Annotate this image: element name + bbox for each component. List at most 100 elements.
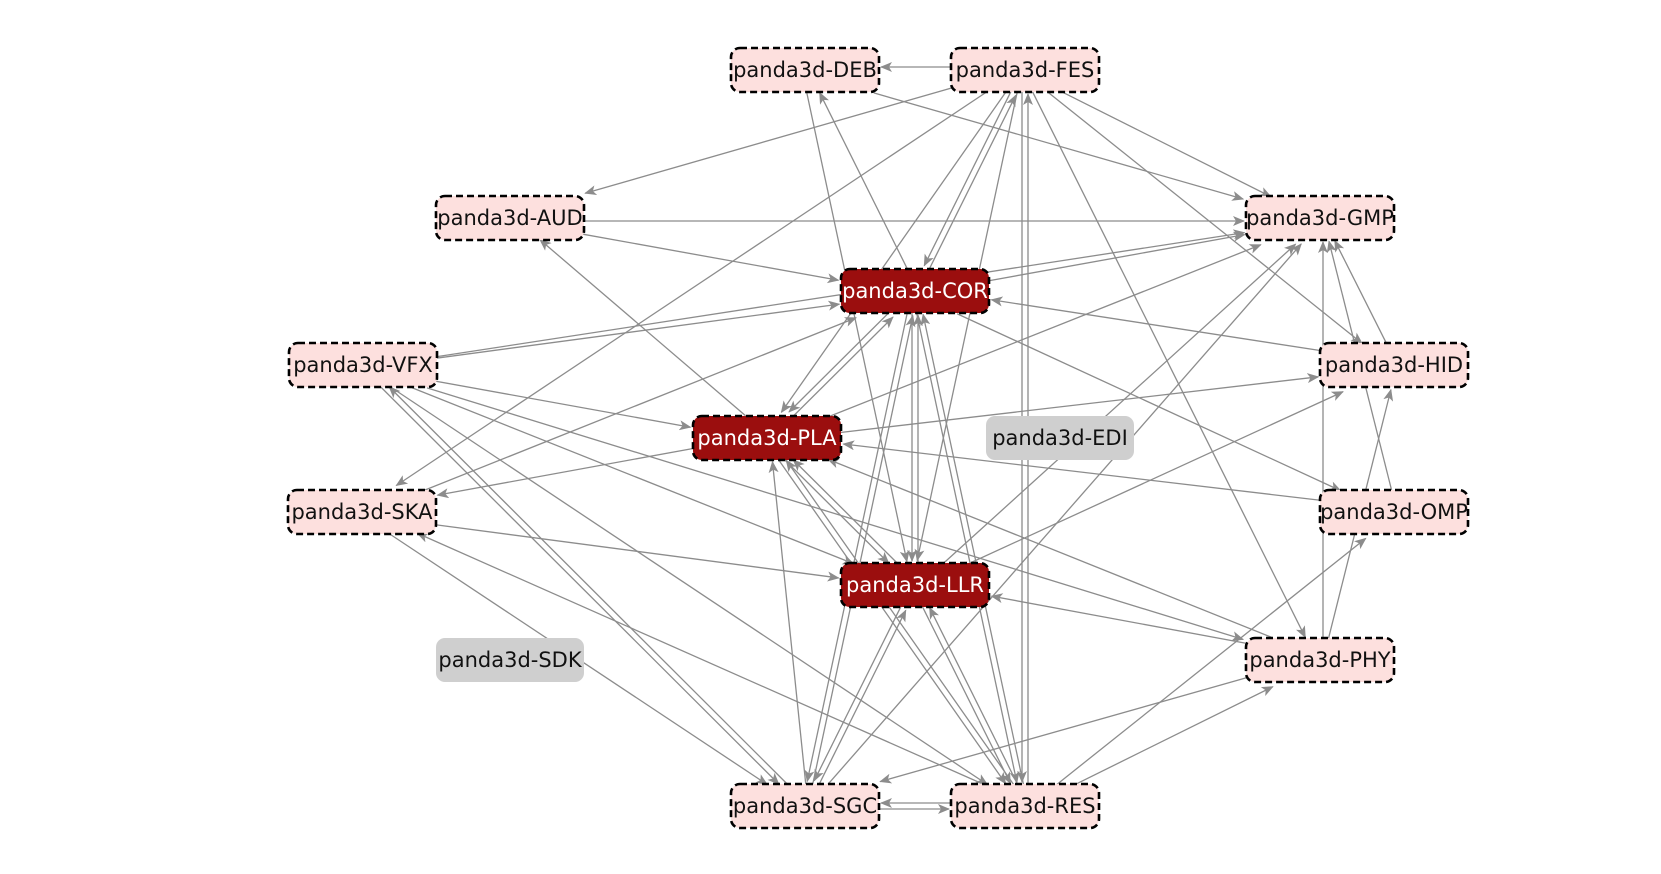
node-label: panda3d-COR: [842, 279, 988, 303]
edge-phy-to-llr: [990, 593, 1249, 645]
node-gmp[interactable]: panda3d-GMP: [1244, 194, 1396, 242]
node-label: panda3d-SKA: [291, 500, 433, 524]
edge-fes-to-aud: [584, 86, 955, 196]
edge-fes-to-cor: [923, 88, 1013, 267]
edge-cor-to-pla: [788, 308, 894, 413]
edge-pla-to-llr: [784, 459, 890, 564]
node-label: panda3d-HID: [1325, 353, 1463, 377]
edge-sgc-to-llr: [817, 609, 907, 788]
node-box: [839, 561, 991, 609]
node-box: [986, 416, 1134, 460]
node-box: [949, 782, 1101, 830]
edge-omp-to-pla: [842, 440, 1323, 502]
edge-res-to-phy: [1066, 686, 1274, 790]
node-llr[interactable]: panda3d-LLR: [839, 561, 991, 609]
node-box: [839, 267, 991, 315]
node-label: panda3d-GMP: [1246, 206, 1394, 230]
nodes-layer: panda3d-DEB panda3d-FES panda3d-AUD panda3d…: [286, 46, 1470, 830]
node-label: panda3d-LLR: [846, 573, 984, 597]
node-cor[interactable]: panda3d-COR: [839, 267, 991, 315]
node-label: panda3d-EDI: [992, 426, 1128, 450]
node-box: [436, 638, 584, 682]
node-label: panda3d-RES: [954, 794, 1095, 818]
edge-llr-to-gmp: [938, 243, 1297, 568]
edge-vfx-to-gmp: [435, 229, 1246, 358]
node-edi[interactable]: panda3d-EDI: [986, 416, 1134, 460]
edge-pla-to-aud: [539, 239, 747, 417]
node-label: panda3d-AUD: [437, 206, 582, 230]
node-box: [287, 341, 439, 389]
edge-pla-to-ska: [436, 447, 695, 499]
node-label: panda3d-SDK: [438, 648, 582, 672]
node-box: [729, 782, 881, 830]
node-label: panda3d-VFX: [293, 353, 433, 377]
edge-deb-to-llr: [805, 90, 910, 563]
edge-pla-to-hid: [839, 373, 1320, 434]
node-phy[interactable]: panda3d-PHY: [1244, 636, 1396, 684]
edge-vfx-to-sgc: [380, 386, 780, 785]
edge-cor-to-omp: [956, 313, 1342, 492]
node-box: [286, 488, 438, 536]
edge-res-to-cor: [920, 313, 1025, 786]
edge-pla-to-cor: [788, 316, 894, 421]
edge-cor-to-fes: [927, 94, 1017, 273]
node-omp[interactable]: panda3d-OMP: [1318, 488, 1470, 536]
edge-fes-to-hid: [1047, 91, 1363, 344]
node-hid[interactable]: panda3d-HID: [1318, 341, 1470, 389]
edge-phy-to-sgc: [879, 676, 1249, 784]
edge-ska-to-llr: [433, 523, 840, 582]
edge-pla-to-res: [778, 459, 1007, 785]
edge-phy-to-pla: [826, 458, 1272, 638]
node-label: panda3d-PLA: [697, 426, 837, 450]
edge-sgc-to-gmp: [824, 243, 1302, 789]
node-box: [1318, 341, 1470, 389]
node-sdk[interactable]: panda3d-SDK: [436, 638, 584, 682]
node-box: [1244, 636, 1396, 684]
node-box: [1244, 194, 1396, 242]
node-box: [434, 194, 586, 242]
node-pla[interactable]: panda3d-PLA: [691, 414, 843, 462]
edge-vfx-to-phy: [426, 387, 1245, 641]
edge-pla-to-gmp: [818, 244, 1262, 422]
edge-fes-to-gmp: [1063, 92, 1272, 198]
node-ska[interactable]: panda3d-SKA: [286, 488, 438, 536]
edge-sgc-to-vfx: [388, 386, 788, 785]
edge-deb-to-gmp: [873, 92, 1245, 201]
edge-res-to-pla: [785, 459, 1014, 785]
edge-cor-to-deb: [819, 91, 909, 270]
node-label: panda3d-PHY: [1249, 648, 1390, 672]
edge-hid-to-gmp: [1334, 239, 1388, 344]
edge-res-to-omp: [1051, 537, 1367, 789]
node-fes[interactable]: panda3d-FES: [949, 46, 1101, 94]
node-box: [729, 46, 881, 94]
edge-llr-to-res: [921, 606, 1011, 785]
edge-cor-to-sgc: [804, 310, 909, 783]
edges-layer: [380, 62, 1394, 814]
edge-llr-to-sgc: [813, 603, 903, 782]
edge-ska-to-cor: [412, 317, 857, 496]
node-label: panda3d-OMP: [1320, 500, 1468, 524]
node-aud[interactable]: panda3d-AUD: [434, 194, 586, 242]
edge-cor-to-gmp: [987, 231, 1246, 282]
node-box: [691, 414, 843, 462]
edge-sgc-to-pla: [768, 460, 807, 786]
edge-vfx-to-cor: [435, 300, 841, 359]
node-box: [949, 46, 1101, 94]
node-sgc[interactable]: panda3d-SGC: [729, 782, 881, 830]
edge-fes-to-llr: [914, 89, 1019, 562]
node-deb[interactable]: panda3d-DEB: [729, 46, 881, 94]
edge-vfx-to-pla: [434, 380, 692, 431]
edge-sgc-to-cor: [811, 314, 916, 787]
edge-fes-to-phy: [1031, 91, 1306, 639]
node-label: panda3d-DEB: [733, 58, 877, 82]
node-res[interactable]: panda3d-RES: [949, 782, 1101, 830]
node-label: panda3d-FES: [956, 58, 1095, 82]
edge-vfx-to-res: [390, 386, 989, 786]
edge-fes-to-pla: [780, 87, 1010, 414]
edge-res-to-ska: [416, 532, 982, 784]
edge-llr-to-pla: [792, 459, 898, 564]
edge-aud-to-cor: [581, 233, 840, 284]
node-vfx[interactable]: panda3d-VFX: [287, 341, 439, 389]
node-box: [1318, 488, 1470, 536]
